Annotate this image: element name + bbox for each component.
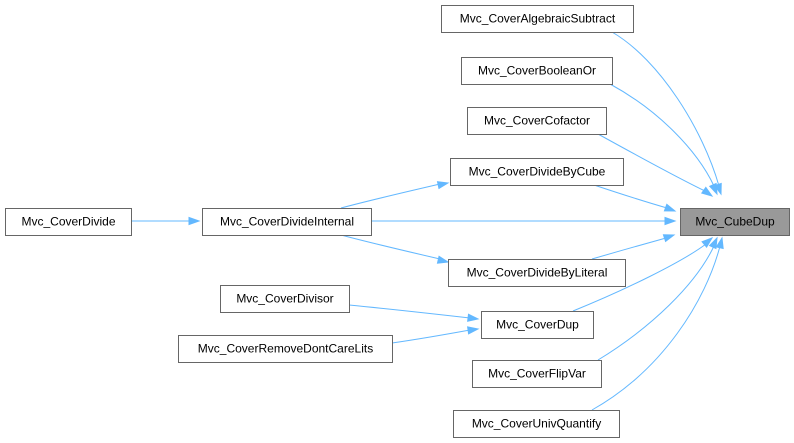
arrowhead-icon — [664, 216, 677, 226]
node-box — [472, 360, 602, 388]
edge-div_internal-to-cube_dup — [372, 216, 677, 226]
node-box — [220, 285, 350, 313]
edge-alg_sub-to-cube_dup — [611, 31, 722, 196]
node-label: Mvc_CoverAlgebraicSubtract — [460, 12, 616, 26]
edge-line — [591, 237, 667, 260]
edge-cofactor-to-cube_dup — [597, 133, 714, 197]
arrowhead-icon — [663, 203, 677, 212]
edges-layer — [131, 31, 724, 411]
node-box — [178, 335, 393, 363]
arrowhead-icon — [701, 237, 714, 248]
node-divide[interactable]: Mvc_CoverDivide — [5, 208, 132, 236]
edge-divide-to-div_internal — [131, 216, 201, 226]
node-label: Mvc_CoverDivideByCube — [469, 165, 606, 179]
edge-div_lit-to-cube_dup — [591, 234, 676, 260]
node-cofactor[interactable]: Mvc_CoverCofactor — [467, 107, 607, 135]
edge-cover_dup-to-cube_dup — [572, 237, 714, 312]
node-box — [453, 410, 620, 438]
node-label: Mvc_CubeDup — [695, 215, 775, 229]
node-label: Mvc_CoverRemoveDontCareLits — [198, 342, 373, 356]
edge-div_internal-to-div_lit — [340, 234, 450, 264]
arrowhead-icon — [436, 255, 450, 264]
node-label: Mvc_CoverBooleanOr — [478, 64, 596, 78]
arrowhead-icon — [715, 236, 724, 250]
node-box — [441, 5, 634, 33]
node-box — [461, 57, 613, 85]
node-box — [467, 107, 607, 135]
node-div-cube[interactable]: Mvc_CoverDivideByCube — [450, 158, 624, 186]
node-label: Mvc_CoverUnivQuantify — [472, 417, 601, 431]
edge-line — [348, 304, 471, 319]
edge-line — [597, 133, 706, 192]
node-label: Mvc_CoverCofactor — [484, 114, 590, 128]
node-cube-dup[interactable]: Mvc_CubeDup — [680, 208, 790, 236]
edge-line — [591, 245, 721, 411]
arrowhead-icon — [467, 326, 480, 335]
arrowhead-icon — [467, 313, 480, 322]
node-div-lit[interactable]: Mvc_CoverDivideByLiteral — [448, 259, 626, 287]
node-flip-var[interactable]: Mvc_CoverFlipVar — [472, 360, 602, 388]
arrowhead-icon — [700, 186, 714, 197]
node-cover-dup[interactable]: Mvc_CoverDup — [481, 311, 594, 339]
edge-line — [593, 184, 668, 209]
edge-line — [611, 31, 720, 187]
node-divisor[interactable]: Mvc_CoverDivisor — [220, 285, 350, 313]
node-box — [481, 311, 594, 339]
node-label: Mvc_CoverDivisor — [236, 292, 333, 306]
arrowhead-icon — [436, 181, 450, 190]
edge-div_cube-to-cube_dup — [593, 184, 677, 212]
edge-line — [597, 245, 715, 361]
node-box — [680, 208, 790, 236]
edge-line — [391, 329, 471, 344]
nodes-layer: Mvc_CubeDup Mvc_CoverAlgebraicSubtractMvc… — [5, 5, 790, 438]
node-box — [202, 208, 372, 236]
arrowhead-icon — [188, 216, 201, 226]
edge-line — [340, 234, 441, 260]
edge-line — [340, 183, 441, 209]
node-remove-dc[interactable]: Mvc_CoverRemoveDontCareLits — [178, 335, 393, 363]
arrowhead-icon — [708, 236, 718, 250]
edge-divisor-to-cover_dup — [348, 304, 480, 322]
node-label: Mvc_CoverDivideInternal — [220, 215, 354, 229]
node-label: Mvc_CoverFlipVar — [488, 367, 586, 381]
arrowhead-icon — [708, 182, 718, 196]
edge-line — [572, 243, 707, 312]
node-div-internal[interactable]: Mvc_CoverDivideInternal — [202, 208, 372, 236]
edge-flip_var-to-cube_dup — [597, 236, 718, 361]
node-box — [450, 158, 624, 186]
edge-univ_quant-to-cube_dup — [591, 236, 724, 411]
edge-line — [609, 83, 715, 187]
edge-bool_or-to-cube_dup — [609, 83, 718, 196]
node-alg-sub[interactable]: Mvc_CoverAlgebraicSubtract — [441, 5, 634, 33]
node-label: Mvc_CoverDivideByLiteral — [467, 266, 608, 280]
node-box — [5, 208, 132, 236]
node-bool-or[interactable]: Mvc_CoverBooleanOr — [461, 57, 613, 85]
node-box — [448, 259, 626, 287]
edge-div_internal-to-div_cube — [340, 181, 450, 209]
node-univ-quant[interactable]: Mvc_CoverUnivQuantify — [453, 410, 620, 438]
node-label: Mvc_CoverDup — [496, 318, 579, 332]
node-label: Mvc_CoverDivide — [21, 215, 115, 229]
arrowhead-icon — [662, 234, 676, 243]
edge-remove_dc-to-cover_dup — [391, 326, 480, 344]
